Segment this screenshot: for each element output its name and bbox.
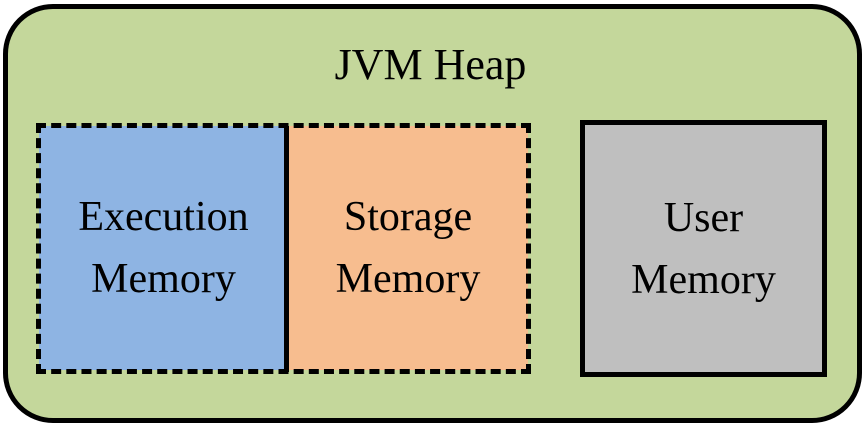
execution-storage-divider (284, 126, 289, 372)
execution-memory-label: Execution Memory (78, 194, 249, 302)
storage-memory-label: Storage Memory (335, 194, 481, 302)
storage-memory-box: Storage Memory (288, 126, 528, 370)
jvm-heap-title: JVM Heap (334, 40, 527, 89)
user-memory-box: User Memory (580, 120, 827, 377)
user-memory-label: User Memory (631, 194, 776, 303)
execution-memory-box: Execution Memory (39, 126, 288, 370)
